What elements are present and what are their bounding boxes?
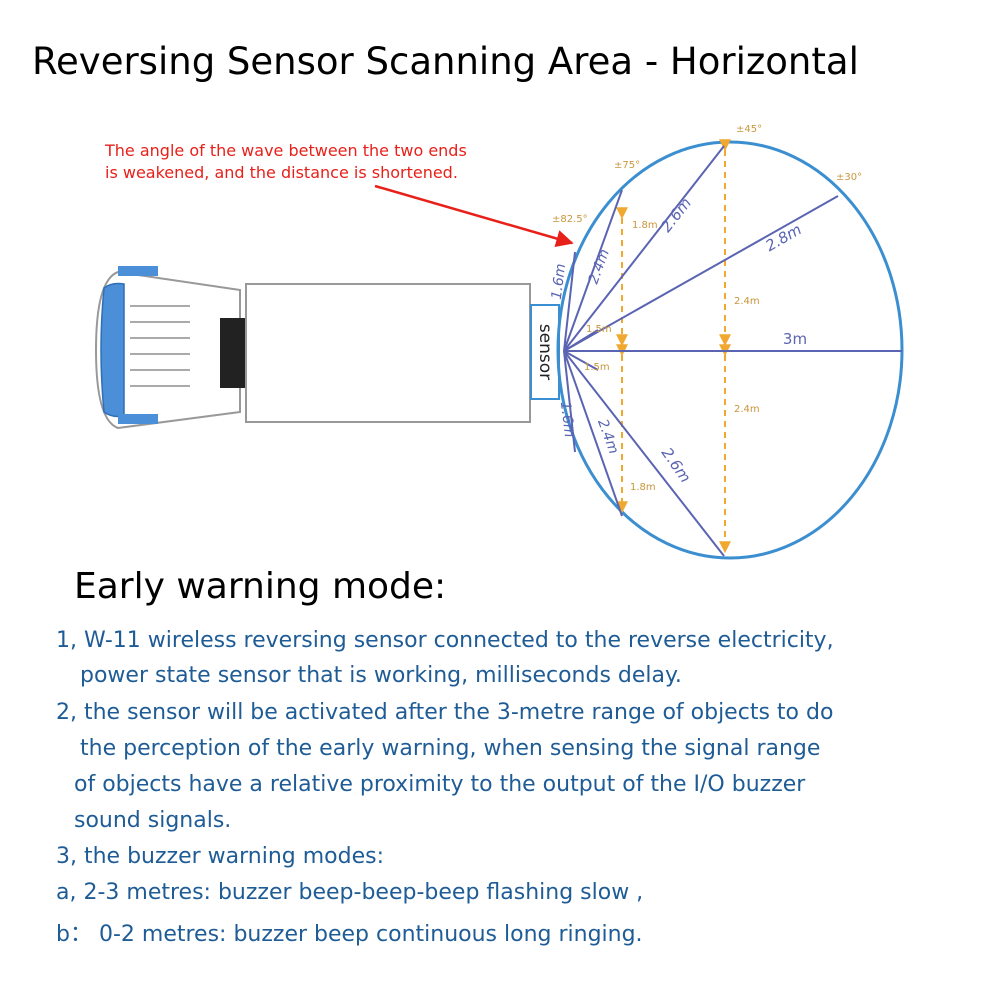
guide-label-down-1-5: 1.5m [584,362,610,373]
ray-label-up-1-6: 1.6m [549,263,569,301]
note-line: the perception of the early warning, whe… [80,736,821,761]
ray-up-1-6 [563,251,576,352]
ray-label-up-2-4: 2.4m [586,247,613,286]
truck [94,266,531,430]
guide-label-up-1-8: 1.8m [632,220,658,231]
ray-down-2-6 [563,350,725,557]
truck-connector [220,318,246,388]
sensor-label: sensor [535,324,555,380]
note-line: 2, the sensor will be activated after th… [56,700,834,725]
note-line: power state sensor that is working, mill… [80,663,682,688]
ray-up-2-4 [563,189,623,352]
ray-up-short [563,329,599,352]
ray-up-2-6 [563,145,725,352]
ray-label-down-2-6: 2.6m [658,444,695,486]
angle-label-30: ±30° [836,172,862,183]
page-title: Reversing Sensor Scanning Area - Horizon… [32,40,859,83]
truck-windshield [100,282,125,418]
truck-mirror-bottom [118,414,158,424]
angle-label-75: ±75° [614,160,640,171]
note-line: of objects have a relative proximity to … [74,772,806,797]
note-line: 3, the buzzer warning modes: [56,844,385,869]
ray-down-short [563,350,599,371]
note-line: 1, W-11 wireless reversing sensor connec… [56,628,834,653]
annotation-line-1: The angle of the wave between the two en… [104,141,467,160]
ray-down-1-6 [563,350,576,453]
guide-label-down-2-4: 2.4m [734,404,760,415]
scanning-area-diagram: sensor 1.6m 2.4m 2.6m 2.8m 3m 1.6m 2.4m … [94,124,904,560]
annotation-arrow [374,184,574,248]
ray-label-down-1-6: 1.6m [557,401,577,439]
sensor-box [530,304,560,400]
ray-label-up-2-8: 2.8m [762,220,804,255]
note-line: sound signals. [74,808,232,833]
ray-label-center-3: 3m [783,330,807,348]
ray-label-up-2-6: 2.6m [657,194,695,235]
annotation-line-2: is weakened, and the distance is shorten… [105,163,458,182]
guide-label-up-2-4: 2.4m [734,296,760,307]
guide-label-up-1-5: 1.5m [586,324,612,335]
ray-up-2-8 [563,195,839,352]
truck-grille [130,305,190,387]
truck-cargo-box [245,283,531,423]
section-heading: Early warning mode: [74,566,447,607]
angle-label-45: ±45° [736,124,762,135]
note-line: b： 0-2 metres: buzzer beep continuous lo… [56,922,643,947]
signal-rays [563,145,902,557]
note-line: a, 2-3 metres: buzzer beep-beep-beep fla… [56,880,644,905]
guide-label-down-1-8: 1.8m [630,482,656,493]
distance-guides [616,139,731,554]
truck-cab [94,270,241,430]
truck-mirror-top [118,266,158,276]
ray-down-2-4 [563,350,623,517]
angle-label-82-5: ±82.5° [552,214,588,225]
